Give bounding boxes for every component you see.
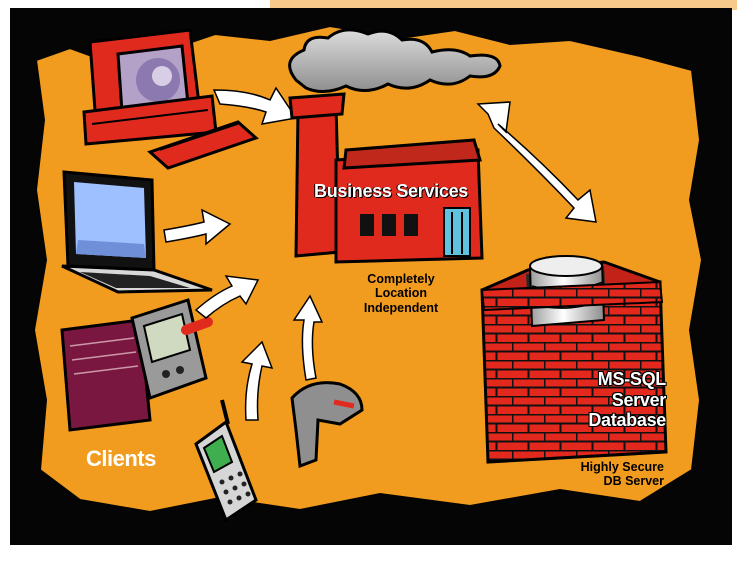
arrow-scanner [292,294,324,381]
secure-caption-line: Highly Secure [580,460,664,474]
location-caption-line: Completely [367,272,435,286]
database-label-line: MS-SQL [597,369,667,389]
location-caption-line: Location [374,286,428,301]
business-services-title: Business Services [314,181,468,201]
location-caption: Completely Location Independent [345,272,457,315]
cell-phone-icon [194,399,258,523]
clients-label: Clients [86,446,156,471]
client-arrows [163,86,597,421]
barcode-scanner-icon [290,381,364,469]
secure-caption-line: DB Server [603,474,664,489]
laptop-icon [61,170,213,294]
secure-caption: Highly Secure DB Server [548,460,664,489]
database-label-line: Server [611,389,667,410]
database-label-line: Database [588,410,666,431]
location-caption-line: Independent [363,300,439,315]
factory-icon [288,28,502,264]
database-label: MS-SQL Server Database [566,369,666,431]
pda-organizer-icon [60,298,213,432]
database-server-icon [480,255,668,464]
arrow-laptop [163,208,232,246]
desktop-computer-icon [82,28,259,170]
arrow-bidirectional [476,101,597,223]
arrow-pda [194,275,260,319]
arrow-desktop [212,86,298,125]
arrow-phone [240,340,274,421]
